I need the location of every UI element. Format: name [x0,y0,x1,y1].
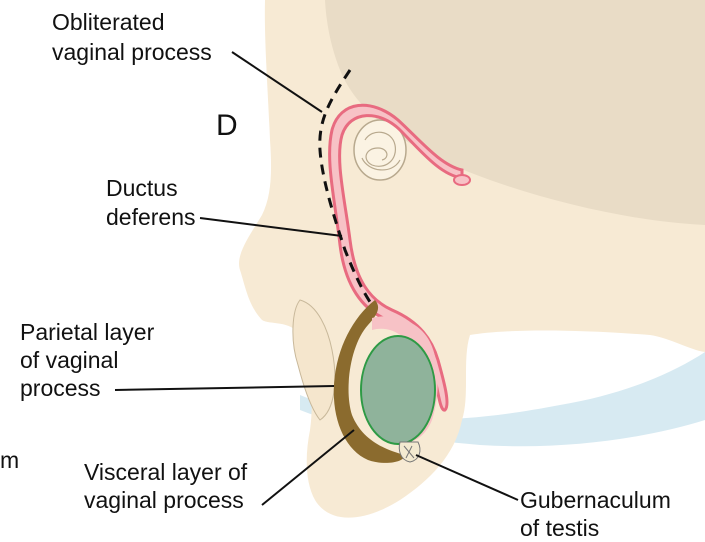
label-line: of testis [520,515,599,541]
label-line: Gubernaculum [520,487,671,513]
label-gubernaculum: Gubernaculum of testis [520,487,671,541]
label-line: Parietal layer [20,319,155,345]
pointer-parietal [115,386,334,390]
panel-letter: D [216,109,238,142]
label-line: deferens [106,204,196,230]
label-line: Ductus [106,175,178,201]
label-line: Visceral layer of [84,459,248,485]
label-visceral-layer: Visceral layer of vaginal process [84,459,248,513]
label-obliterated-vaginal-process: Obliterated vaginal process [52,9,212,65]
label-ductus-deferens: Ductus deferens [106,175,196,230]
testis [361,336,435,444]
label-line: of vaginal [20,347,118,373]
pointer-gubernaculum [416,455,518,500]
label-line: process [20,375,101,401]
label-line: vaginal process [52,39,212,65]
cut-off-label-fragment: m [0,447,19,473]
label-line: vaginal process [84,487,244,513]
label-line: Obliterated [52,9,165,35]
ductus-cut-end [454,175,470,185]
